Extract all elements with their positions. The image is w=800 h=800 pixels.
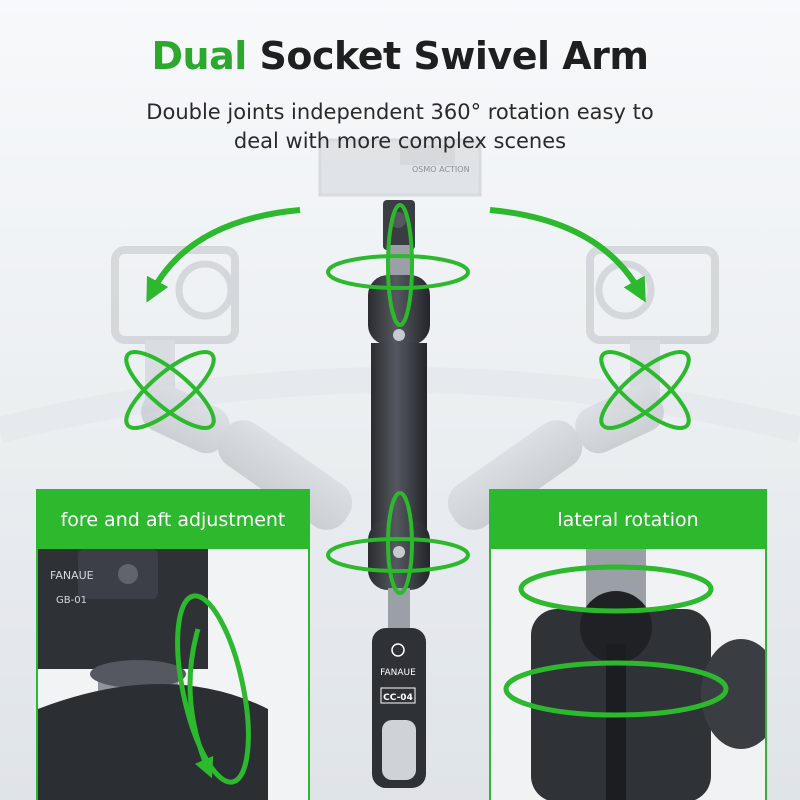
ghost-arm-left: [111, 246, 353, 530]
ball-head-model: GB-01: [56, 595, 87, 606]
subtitle-line-2: deal with more complex scenes: [233, 129, 567, 153]
camera-label: OSMO ACTION: [412, 165, 470, 174]
lateral-rotation-label: lateral rotation: [491, 491, 765, 549]
lateral-arrows: [503, 564, 729, 718]
subtitle-line-1: Double joints independent 360° rotation …: [146, 100, 654, 124]
arm-model: CC-04: [383, 693, 413, 703]
fore-aft-panel: fore and aft adjustment FANAUE GB-01: [36, 489, 310, 800]
ghost-camera-top: [318, 138, 482, 197]
arm-rotation-arrows: [326, 203, 470, 595]
swivel-arm: [368, 200, 430, 788]
title-rest: Socket Swivel Arm: [259, 34, 649, 78]
ball-head-brand: FANAUE: [50, 569, 94, 582]
ghost-arm-right: [447, 246, 719, 530]
subtitle: Double joints independent 360° rotation …: [0, 98, 800, 156]
right-joint-rotation-arrows: [599, 350, 691, 430]
left-joint-rotation-arrows: [124, 350, 216, 430]
title-highlight: Dual: [151, 34, 248, 78]
fore-aft-label: fore and aft adjustment: [38, 491, 308, 549]
fore-aft-illustration: FANAUE GB-01: [38, 549, 308, 800]
arm-brand: FANAUE: [380, 668, 416, 678]
tilt-left-arrow: [146, 207, 301, 303]
lateral-rotation-illustration: [491, 549, 765, 800]
lateral-rotation-panel: lateral rotation: [489, 489, 767, 800]
page-title: Dual Socket Swivel Arm: [0, 34, 800, 78]
tilt-right-arrow: [489, 207, 646, 303]
fore-aft-arrows: [175, 593, 251, 785]
